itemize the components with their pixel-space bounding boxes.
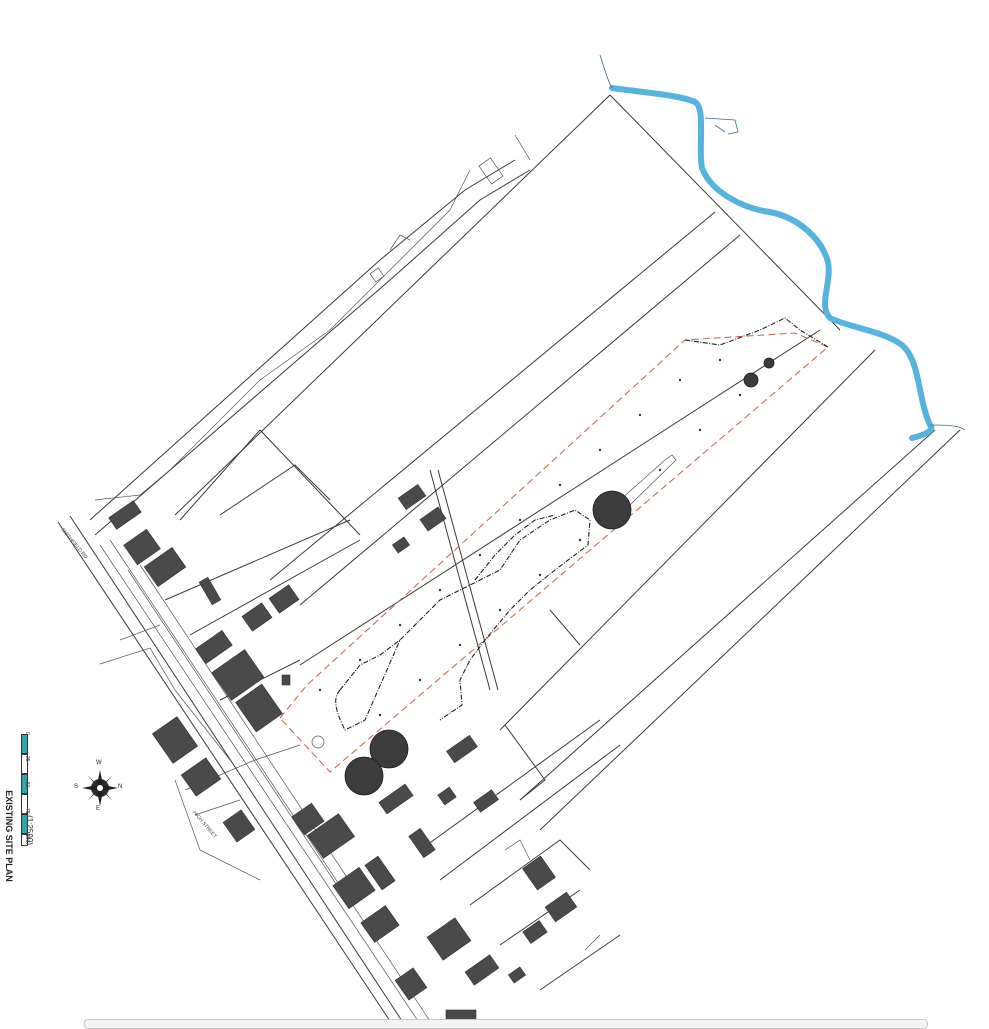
building (241, 602, 273, 632)
building (281, 674, 291, 686)
river (599, 54, 966, 441)
parcel-lines (164, 94, 961, 991)
building (222, 809, 256, 843)
compass-west: W (96, 760, 102, 766)
building (151, 716, 199, 764)
scale-tick: 100 (24, 834, 30, 843)
scale-tick: 0 (24, 732, 30, 735)
main-road (57, 515, 433, 1024)
building (268, 584, 300, 614)
horizontal-scrollbar[interactable] (84, 1019, 928, 1029)
tree (369, 729, 409, 769)
building (446, 734, 478, 764)
fence-posts (318, 358, 742, 717)
tree-large (592, 490, 632, 530)
scale-segment (21, 734, 28, 754)
tree-small (743, 372, 759, 388)
scale-segment (21, 814, 28, 834)
building (473, 789, 499, 813)
building (195, 630, 233, 664)
building (332, 866, 376, 910)
building (291, 802, 325, 836)
building (419, 506, 447, 532)
building (198, 576, 222, 606)
building (108, 500, 142, 530)
building (437, 786, 457, 806)
building (522, 920, 548, 944)
building (180, 757, 222, 797)
river-channel (609, 85, 935, 441)
tree (344, 756, 384, 796)
pond-outline (335, 317, 829, 731)
building (394, 967, 428, 1001)
building (397, 483, 427, 511)
building (360, 905, 400, 943)
scale-segment (21, 754, 28, 774)
scale-bar: 0 25 50 75 100 (18, 730, 32, 850)
scale-segment (21, 794, 28, 814)
building (544, 891, 578, 923)
compass-north: N (118, 784, 123, 790)
jetty (619, 454, 677, 506)
site-boundary (279, 332, 829, 773)
tree-small (763, 357, 775, 369)
building (391, 536, 411, 554)
scale-segment (21, 774, 28, 794)
scale-tick: 75 (24, 808, 30, 814)
building (123, 528, 161, 566)
north-arrow-icon: N S E W (74, 760, 123, 812)
plan-title: EXISTING SITE PLAN (4, 790, 14, 882)
trees (311, 357, 775, 796)
building (426, 917, 472, 961)
building (235, 683, 283, 733)
compass-south: S (74, 784, 79, 790)
building (143, 547, 187, 587)
building (507, 966, 527, 984)
building (306, 813, 356, 859)
compass-rose-icon (82, 770, 118, 806)
scale-segment (21, 834, 28, 846)
scale-tick: 50 (24, 782, 30, 788)
building (211, 649, 265, 701)
upper-road (89, 134, 531, 536)
building (378, 783, 414, 815)
scale-tick: 25 (24, 756, 30, 762)
building (464, 954, 500, 986)
building (364, 855, 396, 891)
compass-east: E (96, 806, 101, 812)
building (408, 827, 436, 859)
buildings (108, 157, 578, 1024)
building (522, 855, 556, 891)
